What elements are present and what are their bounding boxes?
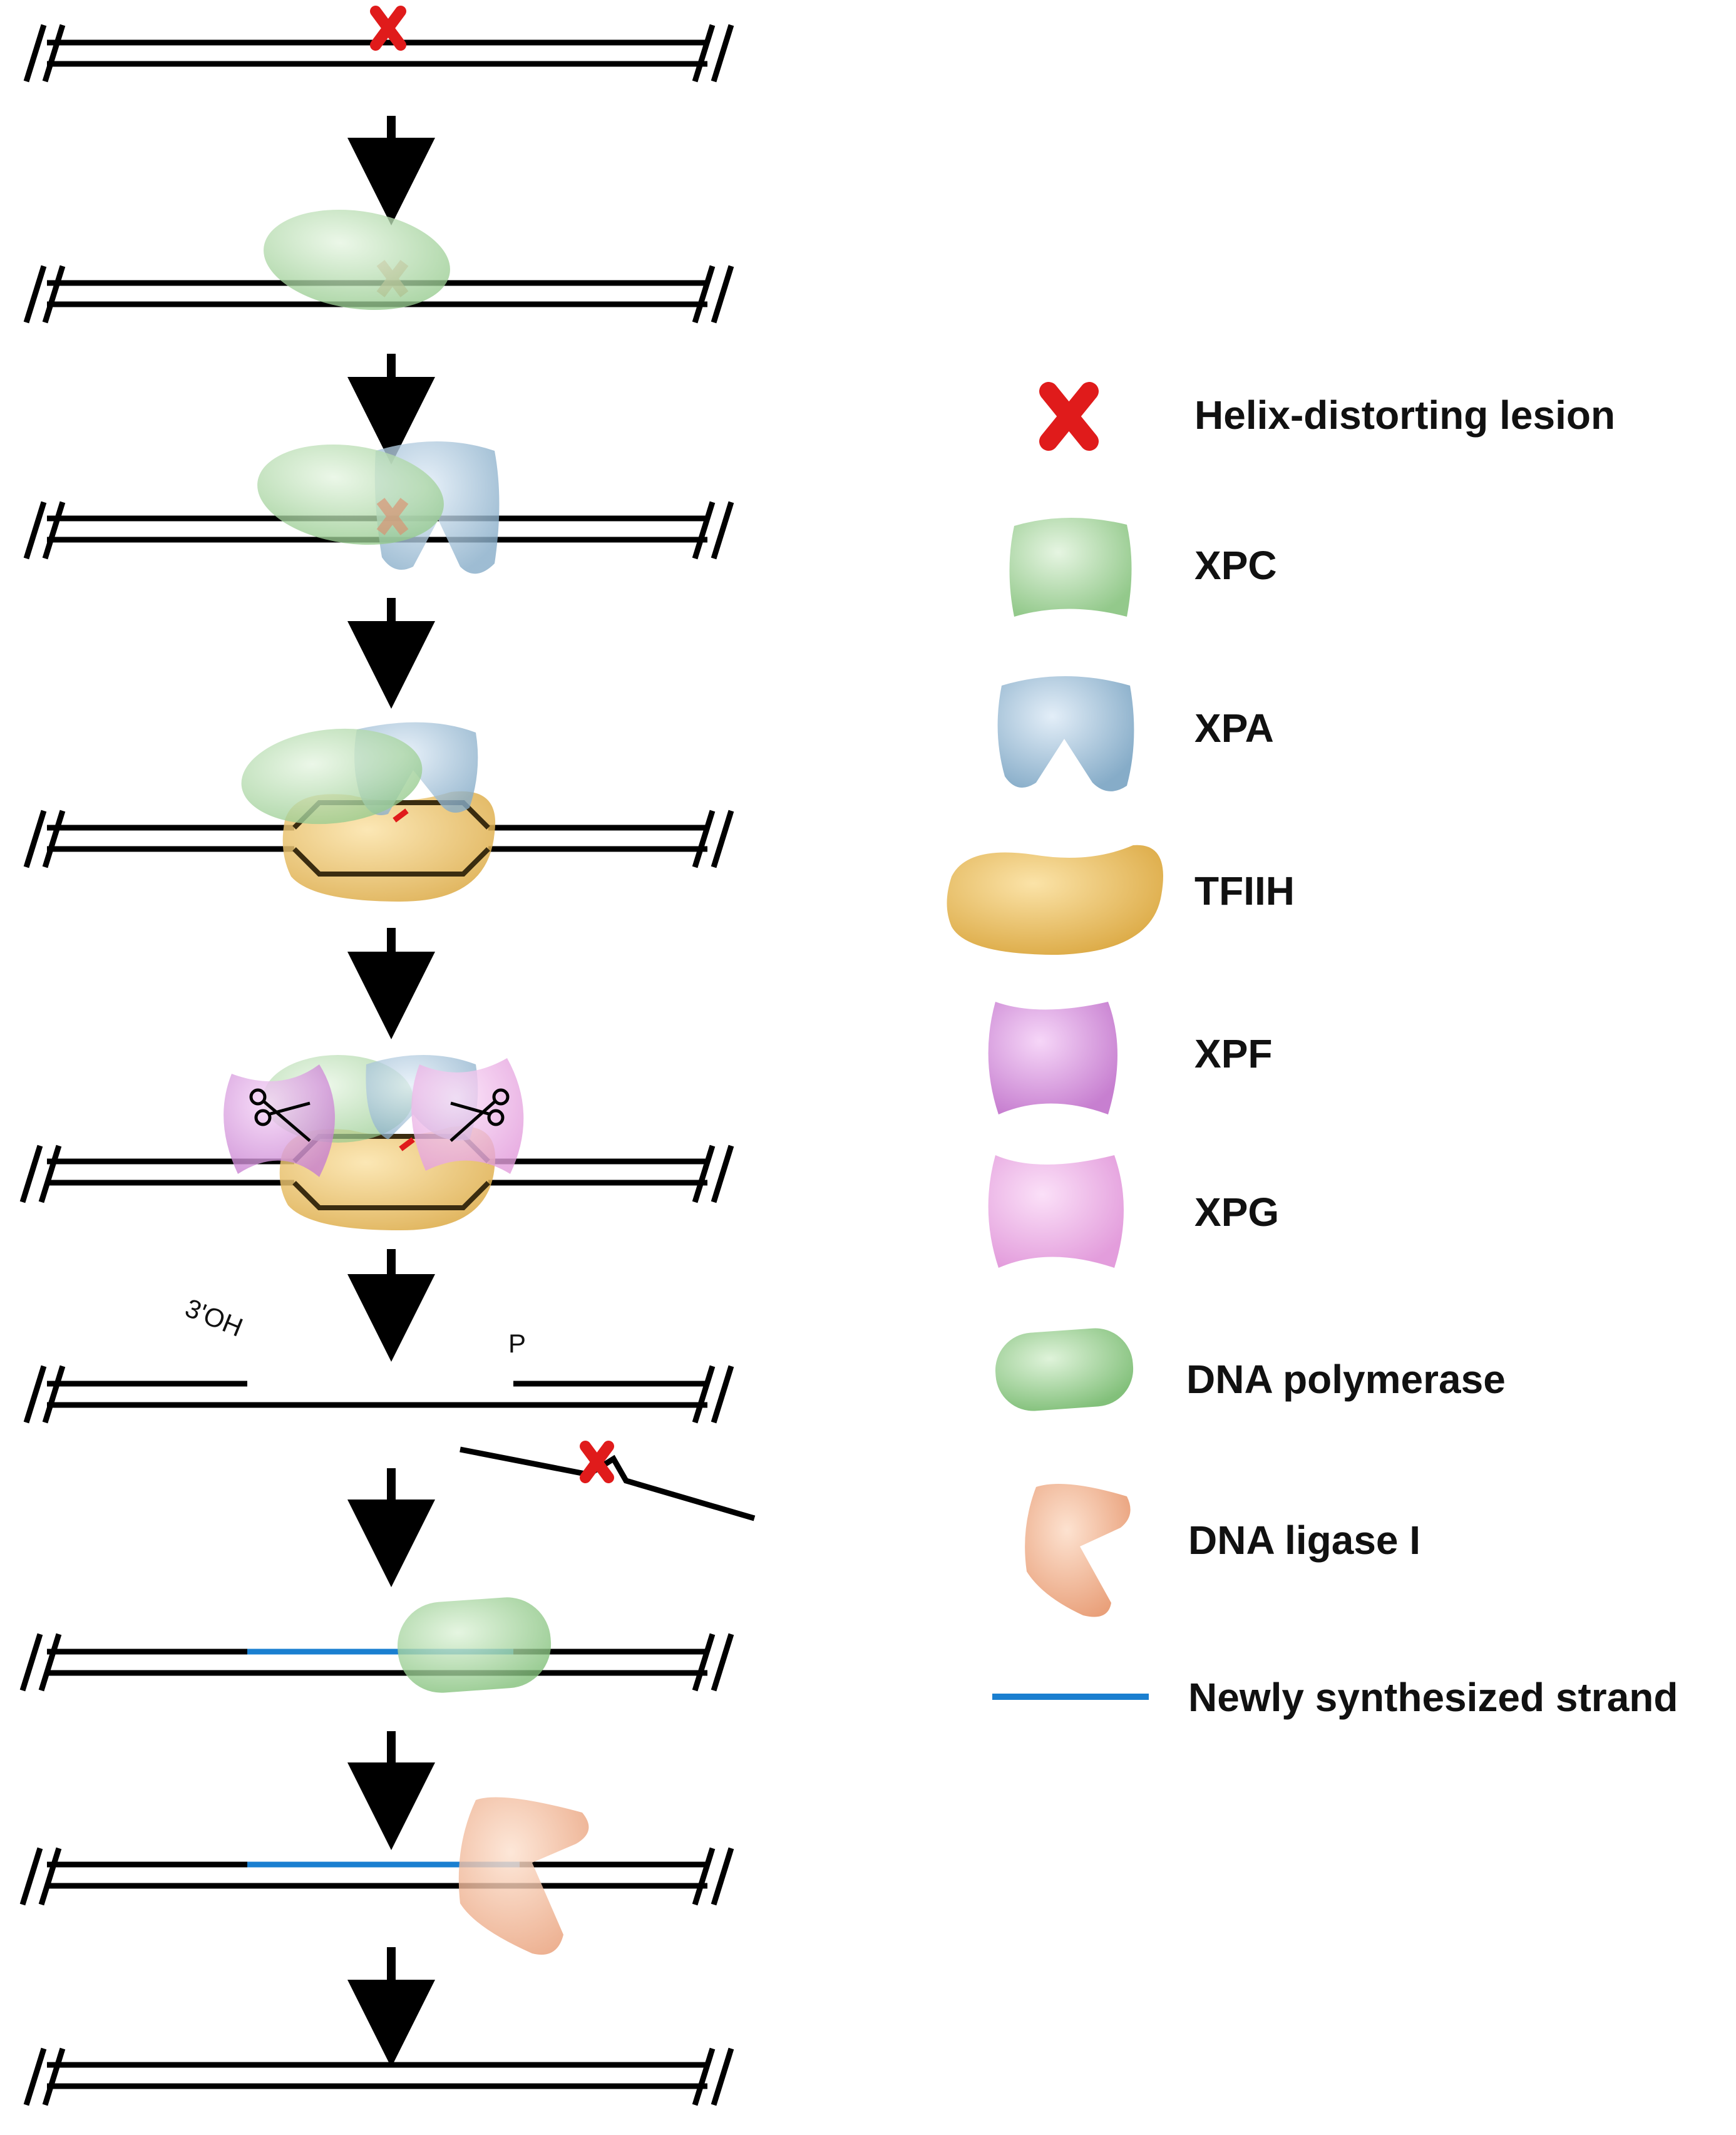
legend-label-tfiih: TFIIH	[1194, 868, 1295, 913]
polymerase-protein	[397, 1597, 552, 1693]
legend-item-tfiih: TFIIH	[947, 845, 1295, 955]
xpg-icon	[988, 1155, 1124, 1268]
lesion-mark	[370, 6, 406, 51]
xpa-icon	[997, 676, 1134, 791]
three-prime-oh-label: 3'OH	[181, 1293, 247, 1342]
legend-label-xpf: XPF	[1194, 1031, 1272, 1076]
xpc-icon	[1009, 517, 1132, 617]
xpc-protein	[241, 728, 423, 825]
lesion-mark	[580, 1441, 614, 1483]
scissors-icon	[449, 1088, 510, 1142]
xpc-protein	[264, 209, 450, 311]
legend-label-polymerase: DNA polymerase	[1186, 1357, 1506, 1402]
step-6-excision	[23, 1365, 756, 1521]
legend-item-xpg: XPG	[988, 1155, 1279, 1268]
tfiih-icon	[947, 845, 1163, 955]
excised-oligo	[460, 1446, 756, 1521]
step-5-dual-incision	[19, 1055, 734, 1230]
polymerase-icon	[995, 1328, 1134, 1411]
legend: Helix-distorting lesion XPC XPA TFIIH XP…	[947, 382, 1678, 1720]
legend-label-ligase: DNA ligase I	[1188, 1518, 1420, 1563]
xpf-protein	[223, 1064, 335, 1177]
legend-item-new-strand: Newly synthesized strand	[992, 1675, 1678, 1720]
pathway	[19, 6, 756, 2106]
phosphate-label: P	[508, 1329, 526, 1358]
xpf-icon	[988, 1002, 1117, 1114]
legend-item-xpf: XPF	[988, 1002, 1272, 1114]
lesion-icon	[1039, 382, 1099, 451]
step-2-xpc-recognition	[23, 209, 734, 324]
legend-label-xpc: XPC	[1194, 543, 1277, 588]
legend-item-lesion: Helix-distorting lesion	[1039, 382, 1615, 451]
legend-item-ligase: DNA ligase I	[1025, 1484, 1420, 1617]
xpg-protein	[411, 1058, 524, 1174]
step-9-repaired-dna	[23, 2047, 734, 2106]
legend-label-xpg: XPG	[1194, 1190, 1279, 1235]
scissors-icon	[249, 1088, 311, 1142]
ligase-icon	[1025, 1484, 1131, 1617]
step-4-tfiih-unwinding	[23, 722, 734, 902]
legend-label-lesion: Helix-distorting lesion	[1194, 393, 1615, 438]
legend-item-polymerase: DNA polymerase	[995, 1328, 1506, 1411]
step-3-xpa-recruitment	[23, 441, 734, 574]
ligase-protein	[458, 1797, 589, 1955]
legend-item-xpc: XPC	[1009, 517, 1277, 617]
step-8-ligation	[19, 1797, 734, 1955]
legend-item-xpa: XPA	[997, 676, 1274, 791]
legend-label-xpa: XPA	[1194, 706, 1274, 751]
legend-label-new-strand: Newly synthesized strand	[1188, 1675, 1678, 1720]
step-1-damaged-dna	[23, 6, 734, 83]
step-7-gap-filling	[19, 1597, 734, 1693]
